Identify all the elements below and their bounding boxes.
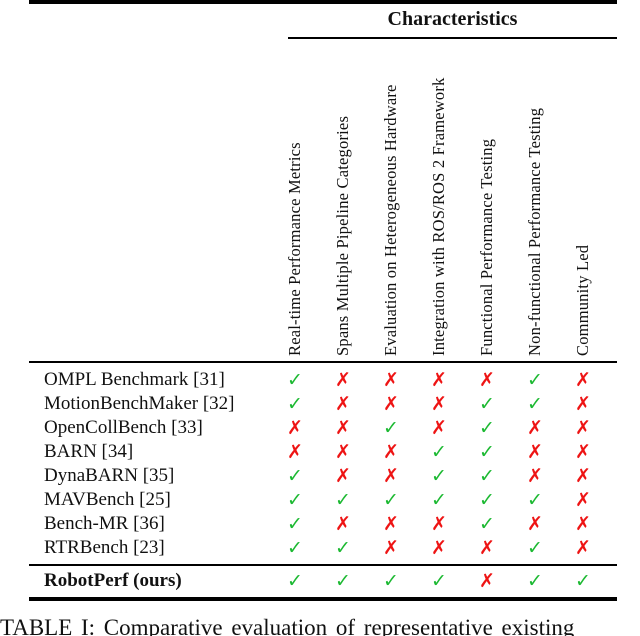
column-header: Spans Multiple Pipeline Categories (333, 115, 352, 356)
check-mark: ✓ (335, 537, 351, 559)
table-row: MAVBench [25] ✓ ✓ ✓ ✓ ✓ ✓ ✗ (0, 488, 640, 512)
check-mark: ✓ (335, 570, 351, 592)
table-row: RTRBench [23] ✓ ✓ ✗ ✗ ✗ ✓ ✗ (0, 536, 640, 560)
check-mark: ✓ (287, 537, 303, 559)
cross-mark: ✗ (575, 369, 591, 391)
row-label: MAVBench [25] (44, 489, 171, 510)
check-mark: ✓ (287, 489, 303, 511)
check-mark: ✓ (527, 369, 543, 391)
column-header: Community Led (573, 244, 592, 356)
cross-mark: ✗ (575, 465, 591, 487)
check-mark: ✓ (383, 417, 399, 439)
cross-mark: ✗ (575, 417, 591, 439)
check-mark: ✓ (287, 369, 303, 391)
summary-separator-rule (29, 564, 617, 566)
check-mark: ✓ (287, 393, 303, 415)
cross-mark: ✗ (335, 441, 351, 463)
columns-midrule (29, 361, 617, 363)
check-mark: ✓ (383, 570, 399, 592)
check-mark: ✓ (431, 441, 447, 463)
cross-mark: ✗ (575, 393, 591, 415)
cross-mark: ✗ (383, 537, 399, 559)
characteristics-underline-rule (288, 37, 617, 39)
check-mark: ✓ (479, 417, 495, 439)
row-label: Bench-MR [36] (44, 513, 165, 534)
check-mark: ✓ (479, 393, 495, 415)
cross-mark: ✗ (575, 441, 591, 463)
column-header: Integration with ROS/ROS 2 Framework (429, 77, 448, 356)
row-label: OpenCollBench [33] (44, 417, 203, 438)
cross-mark: ✗ (527, 441, 543, 463)
cross-mark: ✗ (335, 393, 351, 415)
check-mark: ✓ (287, 513, 303, 535)
column-header: Non-functional Performance Testing (525, 107, 544, 356)
check-mark: ✓ (527, 489, 543, 511)
cross-mark: ✗ (335, 417, 351, 439)
check-mark: ✓ (479, 513, 495, 535)
cross-mark: ✗ (383, 369, 399, 391)
cross-mark: ✗ (479, 369, 495, 391)
row-label: DynaBARN [35] (44, 465, 175, 486)
check-mark: ✓ (287, 570, 303, 592)
table-row: OMPL Benchmark [31] ✓ ✗ ✗ ✗ ✗ ✓ ✗ (0, 368, 640, 392)
summary-row: RobotPerf (ours) ✓ ✓ ✓ ✓ ✗ ✓ ✓ (0, 568, 640, 594)
cross-mark: ✗ (383, 465, 399, 487)
check-mark: ✓ (479, 441, 495, 463)
table-caption: TABLE I: Comparative evaluation of repre… (0, 615, 575, 636)
cross-mark: ✗ (431, 537, 447, 559)
cross-mark: ✗ (527, 465, 543, 487)
check-mark: ✓ (527, 393, 543, 415)
cross-mark: ✗ (479, 570, 495, 592)
table-row: BARN [34] ✗ ✗ ✗ ✓ ✓ ✗ ✗ (0, 440, 640, 464)
row-label: MotionBenchMaker [32] (44, 393, 235, 414)
check-mark: ✓ (527, 537, 543, 559)
cross-mark: ✗ (431, 513, 447, 535)
column-header: Real-time Performance Metrics (285, 142, 304, 356)
cross-mark: ✗ (431, 417, 447, 439)
cross-mark: ✗ (431, 369, 447, 391)
row-label: OMPL Benchmark [31] (44, 369, 225, 390)
cross-mark: ✗ (383, 513, 399, 535)
cross-mark: ✗ (335, 369, 351, 391)
cross-mark: ✗ (431, 393, 447, 415)
table-row: DynaBARN [35] ✓ ✗ ✗ ✓ ✓ ✗ ✗ (0, 464, 640, 488)
check-mark: ✓ (287, 465, 303, 487)
cross-mark: ✗ (575, 489, 591, 511)
cross-mark: ✗ (383, 393, 399, 415)
check-mark: ✓ (383, 489, 399, 511)
cross-mark: ✗ (527, 417, 543, 439)
check-mark: ✓ (575, 570, 591, 592)
check-mark: ✓ (335, 489, 351, 511)
check-mark: ✓ (479, 465, 495, 487)
cross-mark: ✗ (383, 441, 399, 463)
row-label: BARN [34] (44, 441, 134, 462)
row-label: RobotPerf (ours) (44, 570, 182, 591)
check-mark: ✓ (431, 465, 447, 487)
cross-mark: ✗ (287, 441, 303, 463)
column-header: Functional Performance Testing (477, 138, 496, 356)
characteristics-header: Characteristics (387, 8, 518, 30)
bottom-rule (29, 597, 617, 601)
cross-mark: ✗ (575, 513, 591, 535)
check-mark: ✓ (479, 489, 495, 511)
row-label: RTRBench [23] (44, 537, 165, 558)
check-mark: ✓ (431, 570, 447, 592)
check-mark: ✓ (431, 489, 447, 511)
cross-mark: ✗ (287, 417, 303, 439)
column-header: Evaluation on Heterogeneous Hardware (381, 84, 400, 356)
cross-mark: ✗ (527, 513, 543, 535)
table-row: MotionBenchMaker [32] ✓ ✗ ✗ ✗ ✓ ✓ ✗ (0, 392, 640, 416)
cross-mark: ✗ (575, 537, 591, 559)
cross-mark: ✗ (479, 537, 495, 559)
table-row: OpenCollBench [33] ✗ ✗ ✓ ✗ ✓ ✗ ✗ (0, 416, 640, 440)
cross-mark: ✗ (335, 465, 351, 487)
table-row: Bench-MR [36] ✓ ✗ ✗ ✗ ✓ ✗ ✗ (0, 512, 640, 536)
check-mark: ✓ (527, 570, 543, 592)
top-rule (29, 0, 617, 4)
cross-mark: ✗ (335, 513, 351, 535)
